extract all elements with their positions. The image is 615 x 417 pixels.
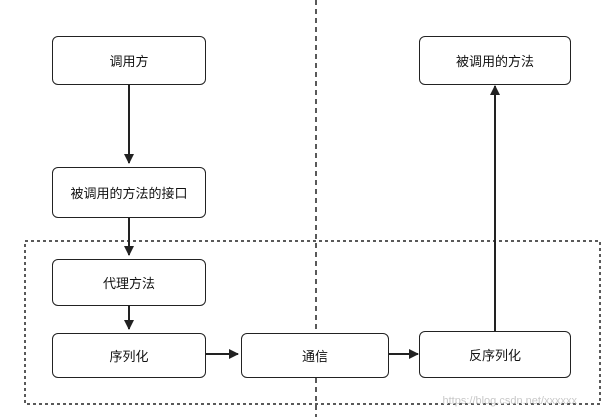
watermark-text: https://blog.csdn.net/xxxxxx: [442, 395, 577, 407]
node-callee-interface-label: 被调用的方法的接口: [70, 187, 188, 202]
framework-region: [24, 240, 601, 405]
node-communication: 通信: [241, 333, 389, 378]
node-serialize-label: 序列化: [109, 350, 149, 365]
node-caller-label: 调用方: [109, 55, 149, 70]
node-deserialize: 反序列化: [419, 331, 571, 378]
node-deserialize-label: 反序列化: [468, 349, 521, 364]
node-proxy-method: 代理方法: [52, 259, 206, 306]
node-communication-label: 通信: [301, 350, 328, 365]
node-callee-method: 被调用的方法: [419, 36, 571, 85]
node-proxy-method-label: 代理方法: [102, 277, 155, 292]
node-caller: 调用方: [52, 36, 206, 85]
node-serialize: 序列化: [52, 333, 206, 378]
node-callee-method-label: 被调用的方法: [455, 55, 534, 70]
node-callee-interface: 被调用的方法的接口: [52, 167, 206, 218]
